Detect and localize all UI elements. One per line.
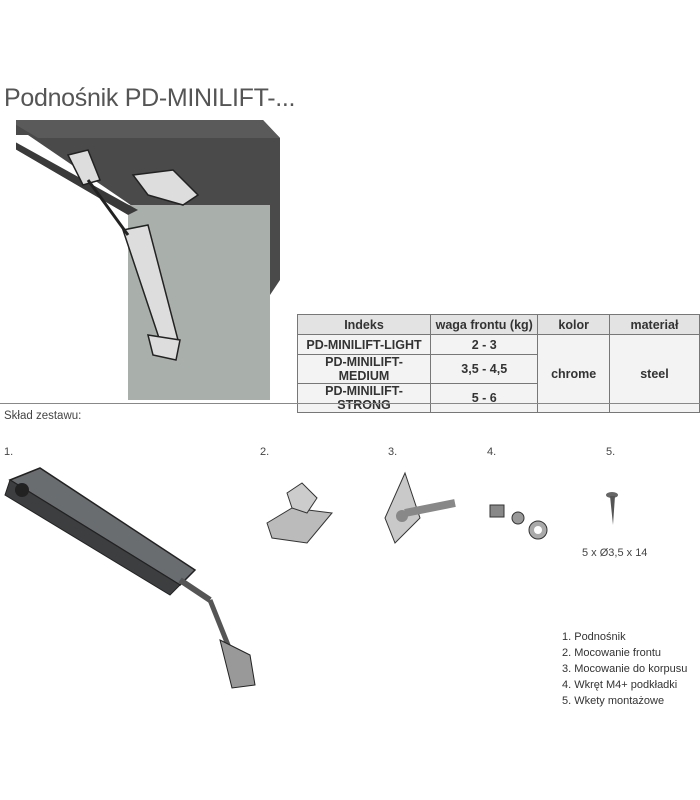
parts-legend: 1. Podnośnik 2. Mocowanie frontu 3. Moco… [562, 629, 687, 709]
legend-item: 4. Wkręt M4+ podkładki [562, 679, 678, 691]
part-number-4: 4. [487, 446, 497, 458]
spec-table: Indeks waga frontu (kg) kolor materiał P… [297, 314, 700, 413]
header-color: kolor [537, 314, 610, 335]
part-number-2: 2. [260, 446, 270, 458]
table-row: PD-MINILIFT-STRONG 5 - 6 [297, 383, 700, 413]
cell-index: PD-MINILIFT-LIGHT [297, 334, 431, 355]
table-row: PD-MINILIFT-LIGHT 2 - 3 chrome steel [297, 334, 700, 413]
legend-item: 3. Mocowanie do korpusu [562, 663, 688, 675]
mounting-screw-illustration [606, 492, 618, 525]
installation-illustration [8, 120, 280, 400]
legend-item: 5. Wkety montażowe [562, 695, 665, 707]
part-number-1: 1. [4, 446, 14, 458]
header-index: Indeks [297, 314, 431, 335]
lift-mechanism-illustration [4, 467, 256, 689]
page-title: Podnośnik PD-MINILIFT-... [4, 84, 296, 112]
table-row: PD-MINILIFT-MEDIUM 3,5 - 4,5 [297, 354, 700, 384]
cell-weight: 5 - 6 [429, 383, 539, 413]
front-mount-illustration [266, 482, 333, 544]
body-mount-illustration [384, 471, 456, 544]
part-number-5: 5. [606, 446, 616, 458]
cell-index: PD-MINILIFT-MEDIUM [297, 354, 431, 384]
kit-heading: Skład zestawu: [4, 410, 82, 422]
legend-item: 1. Podnośnik [562, 631, 626, 643]
screw-washer-illustration [489, 504, 548, 540]
header-weight: waga frontu (kg) [429, 314, 539, 335]
table-header-row: Indeks waga frontu (kg) kolor materiał [297, 314, 700, 335]
cell-weight: 2 - 3 [429, 334, 539, 355]
cell-index: PD-MINILIFT-STRONG [297, 383, 431, 413]
screw-size-label: 5 x Ø3,5 x 14 [582, 547, 648, 559]
cell-material: steel [608, 334, 700, 413]
part-number-3: 3. [388, 446, 398, 458]
legend-item: 2. Mocowanie frontu [562, 647, 662, 659]
divider [0, 403, 700, 404]
header-material: materiał [608, 314, 700, 335]
cell-weight: 3,5 - 4,5 [429, 354, 539, 384]
cell-color: chrome [537, 334, 610, 413]
